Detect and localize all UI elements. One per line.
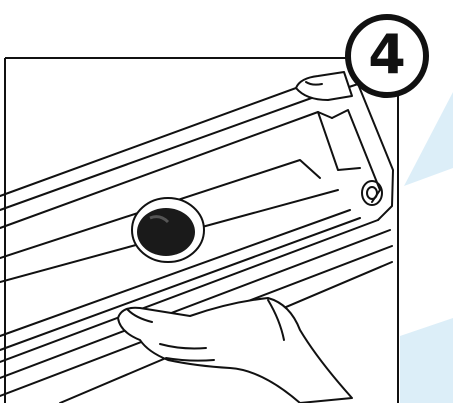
step-number-badge: 4 <box>345 14 429 98</box>
screw-hole <box>361 180 383 206</box>
mounting-hole <box>131 197 205 263</box>
hand-lower <box>117 297 353 403</box>
background-accent <box>400 92 453 403</box>
frame-border <box>4 57 399 403</box>
step-number: 4 <box>368 23 406 86</box>
hand-upper-right <box>295 71 353 101</box>
